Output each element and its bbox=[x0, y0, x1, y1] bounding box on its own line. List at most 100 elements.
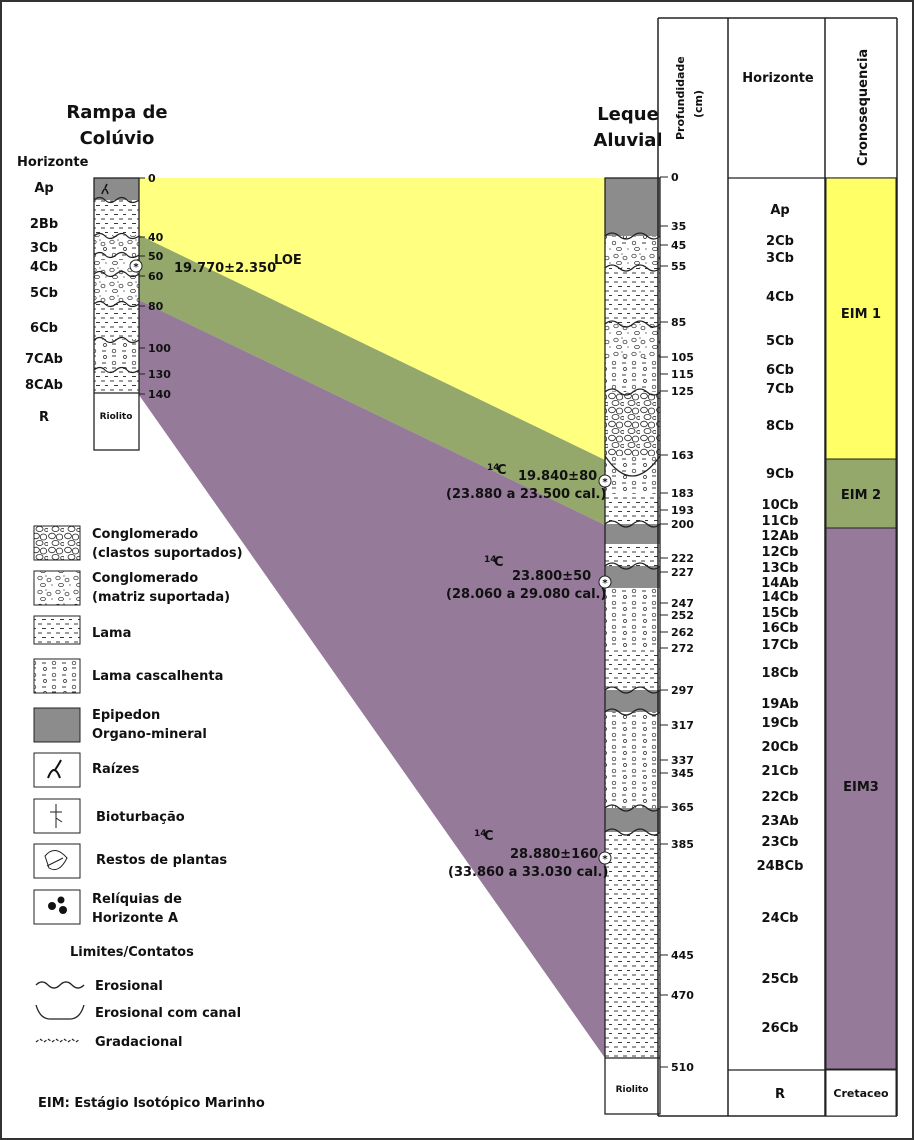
right-depth-label: 337 bbox=[671, 754, 694, 767]
svg-text:23.800±50: 23.800±50 bbox=[512, 569, 591, 584]
left-horizon-label: 6Cb bbox=[30, 321, 58, 336]
right-depth-label: 272 bbox=[671, 642, 694, 655]
svg-text:14: 14 bbox=[487, 463, 500, 473]
legend-item-2-line1: Conglomerado bbox=[92, 571, 198, 586]
legend-item-5-line2: Organo-mineral bbox=[92, 727, 207, 742]
right-horizon-label: 14Cb bbox=[762, 590, 799, 605]
right-horizon-label: 24BCb bbox=[757, 859, 804, 874]
left-horizon-label: 5Cb bbox=[30, 286, 58, 301]
right-horizon-label: 25Cb bbox=[762, 972, 799, 987]
stage-box bbox=[825, 458, 897, 529]
right-depth-label: 105 bbox=[671, 351, 694, 364]
right-horizon-label: 12Ab bbox=[761, 529, 798, 544]
cal-range-2: (28.060 a 29.080 cal.) bbox=[446, 587, 606, 602]
right-horizon-label: 19Ab bbox=[761, 697, 798, 712]
right-horizon-label: 16Cb bbox=[762, 621, 799, 636]
right-depth-label: 183 bbox=[671, 487, 694, 500]
left-column: Horizonte * Riolito bbox=[17, 155, 143, 451]
right-depth-label: 222 bbox=[671, 552, 694, 565]
right-horizon-label: 20Cb bbox=[762, 740, 799, 755]
chrono-header: Cronosequencia bbox=[856, 49, 871, 166]
right-depth-label: 200 bbox=[671, 518, 694, 531]
right-horizon-label: 8Cb bbox=[766, 419, 794, 434]
left-depth-label: 140 bbox=[148, 388, 171, 401]
left-horizon-label: 2Bb bbox=[30, 217, 58, 232]
legend-item-4: Lama cascalhenta bbox=[92, 669, 223, 684]
left-horizon-header: Horizonte bbox=[17, 155, 89, 170]
left-depth-label: 50 bbox=[148, 250, 164, 263]
legend-item-8: Restos de plantas bbox=[96, 853, 227, 868]
right-horizon-label: 7Cb bbox=[766, 382, 794, 397]
right-depth-label: 0 bbox=[671, 171, 679, 184]
right-horizon-label: 4Cb bbox=[766, 290, 794, 305]
right-depth-label: 385 bbox=[671, 838, 694, 851]
stage-label: EIM3 bbox=[843, 780, 879, 795]
stage-label: EIM 1 bbox=[841, 307, 881, 322]
right-depth-label: 445 bbox=[671, 949, 694, 962]
right-horizon-label: Ap bbox=[770, 203, 789, 218]
left-depth-label: 80 bbox=[148, 300, 164, 313]
contact-erosional: Erosional bbox=[95, 979, 163, 994]
right-bedrock-label: Riolito bbox=[616, 1085, 649, 1095]
right-horizon-label: 24Cb bbox=[762, 911, 799, 926]
loe-error: 2.350 bbox=[235, 261, 276, 276]
svg-text:14: 14 bbox=[484, 555, 497, 565]
date-c14-3: 14 C 28.880±160 (33.860 a 33.030 cal.) bbox=[448, 829, 608, 880]
legend-item-9-line2: Horizonte A bbox=[92, 911, 178, 926]
right-horizon-label: 10Cb bbox=[762, 498, 799, 513]
eim1-correlation-band bbox=[139, 178, 605, 460]
svg-text:19.770±2.350: 19.770±2.350 bbox=[174, 261, 276, 276]
left-title-line1: Rampa de bbox=[66, 102, 167, 123]
right-horizon-label: R bbox=[775, 1087, 785, 1102]
stage-box bbox=[825, 527, 897, 1070]
contact-erosional-channel: Erosional com canal bbox=[95, 1006, 241, 1021]
date-c14-1: 14 C 19.840±80 (23.880 a 23.500 cal.) bbox=[446, 463, 606, 502]
svg-text:C: C bbox=[497, 463, 507, 478]
horizon-header: Horizonte bbox=[742, 71, 814, 86]
loe-value: 19.770 bbox=[174, 261, 224, 276]
right-horizon-label: 22Cb bbox=[762, 790, 799, 805]
eim3-correlation-band bbox=[139, 300, 605, 1058]
right-title-line1: Leque bbox=[597, 104, 659, 125]
right-depth-label: 365 bbox=[671, 801, 694, 814]
svg-text:*: * bbox=[133, 262, 139, 273]
stage-box bbox=[825, 177, 897, 460]
contacts-title: Limites/Contatos bbox=[70, 945, 194, 960]
left-horizon-label: R bbox=[39, 410, 49, 425]
right-horizon-label: 14Ab bbox=[761, 576, 798, 591]
left-depth-label: 0 bbox=[148, 172, 156, 185]
right-depth-label: 317 bbox=[671, 719, 694, 732]
loe-pm: ± bbox=[224, 261, 235, 276]
right-horizon-label: 17Cb bbox=[762, 638, 799, 653]
cal-range-3: (33.860 a 33.030 cal.) bbox=[448, 865, 608, 880]
cal-range-1: (23.880 a 23.500 cal.) bbox=[446, 487, 606, 502]
right-depth-label: 510 bbox=[671, 1061, 694, 1074]
stage-label: Cretaceo bbox=[833, 1087, 889, 1100]
legend-item-6: Raízes bbox=[92, 762, 140, 777]
left-depth-label: 130 bbox=[148, 368, 171, 381]
legend-item-9-line1: Relíquias de bbox=[92, 892, 182, 907]
right-depth-label: 345 bbox=[671, 767, 694, 780]
right-depth-label: 247 bbox=[671, 597, 694, 610]
right-depth-label: 55 bbox=[671, 260, 686, 273]
right-horizon-label: 12Cb bbox=[762, 545, 799, 560]
right-depth-layer: 0354555851051151251631831932002222272472… bbox=[660, 171, 694, 1074]
legend-item-2-line2: (matriz suportada) bbox=[92, 590, 230, 605]
right-horizon-label: 15Cb bbox=[762, 606, 799, 621]
left-bedrock-label: Riolito bbox=[100, 412, 133, 422]
right-column: * * * Riolito bbox=[598, 177, 661, 1115]
right-horizon-label: 26Cb bbox=[762, 1021, 799, 1036]
svg-text:19.840±80: 19.840±80 bbox=[518, 469, 597, 484]
right-depth-label: 45 bbox=[671, 239, 686, 252]
left-depth-label: 60 bbox=[148, 270, 164, 283]
left-title-line2: Colúvio bbox=[80, 128, 155, 149]
svg-text:*: * bbox=[602, 578, 608, 589]
footnote: EIM: Estágio Isotópico Marinho bbox=[38, 1096, 265, 1111]
date-c14-2: 14 C 23.800±50 (28.060 a 29.080 cal.) bbox=[446, 555, 606, 602]
right-depth-label: 35 bbox=[671, 220, 686, 233]
